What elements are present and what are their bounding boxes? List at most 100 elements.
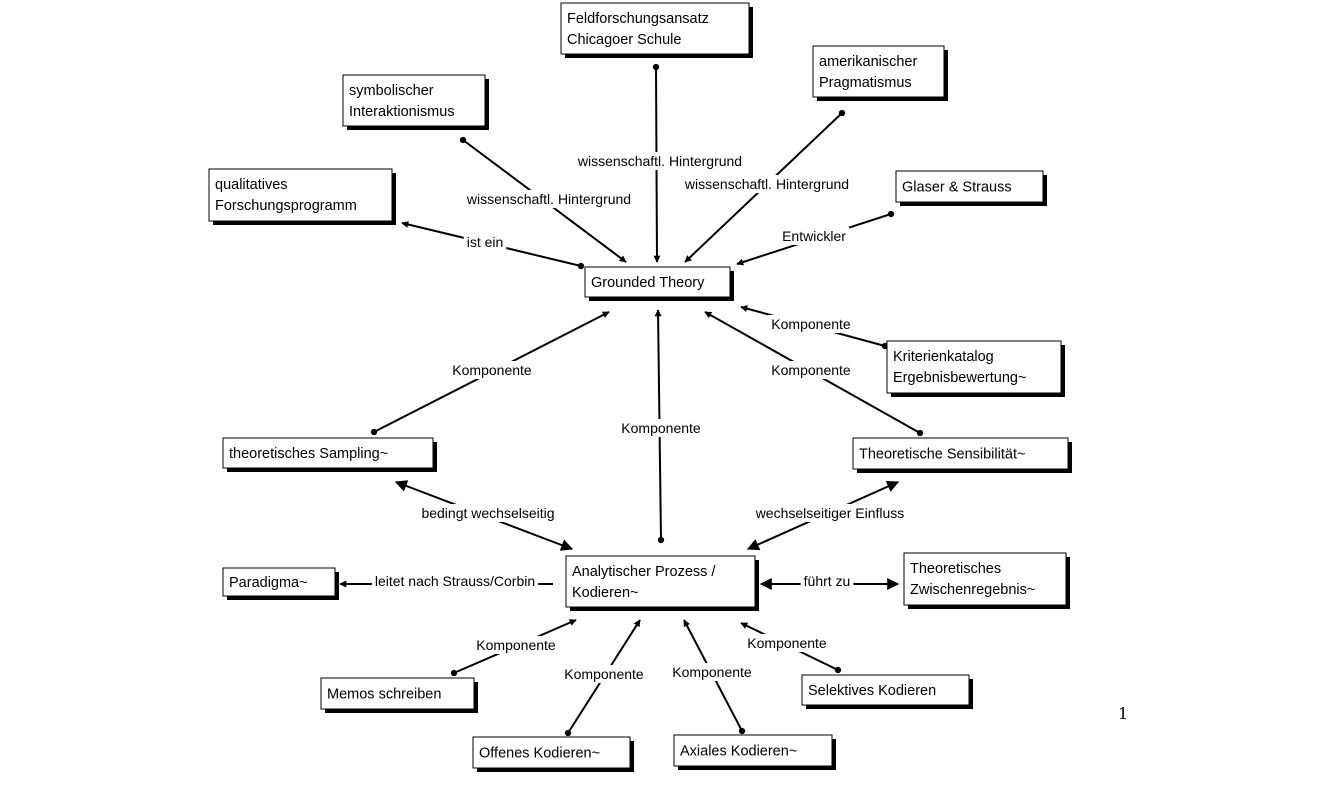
- edge-label: Entwickler: [782, 228, 846, 244]
- node-box: [208, 168, 393, 222]
- edge-label-group: Entwickler: [779, 227, 850, 245]
- node-label: Offenes Kodieren~: [479, 746, 600, 762]
- edge-label-background: [669, 663, 755, 681]
- node-label: Interaktionismus: [349, 104, 455, 120]
- edge-label: Komponente: [452, 362, 532, 378]
- node-glaser: Glaser & Strauss: [895, 170, 1047, 206]
- edge-label: Komponente: [621, 420, 701, 436]
- edge-label-background: [473, 636, 559, 654]
- node-sensibilitaet: Theoretische Sensibilität~: [852, 437, 1072, 473]
- edge-label: Komponente: [771, 316, 851, 332]
- node-box: [812, 45, 945, 98]
- node-label: Ergebnisbewertung~: [893, 370, 1026, 386]
- node-box: [903, 552, 1067, 606]
- node-sampling: theoretisches Sampling~: [222, 437, 437, 472]
- edge-label: bedingt wechselseitig: [421, 505, 554, 521]
- node-label: theoretisches Sampling~: [229, 446, 388, 462]
- node-label: Analytischer Prozess /: [572, 564, 716, 580]
- node-label: Memos schreiben: [327, 687, 441, 703]
- node-label: Kodieren~: [572, 585, 639, 601]
- edge-label-group: wissenschaftl. Hintergrund: [680, 175, 853, 193]
- node-label: Forschungsprogramm: [215, 198, 357, 214]
- node-box: [472, 736, 631, 769]
- node-selektiv: Selektives Kodieren: [801, 674, 973, 709]
- node-label: Kriterienkatalog: [893, 349, 994, 365]
- page-number: 1: [1118, 704, 1129, 723]
- node-box: [886, 340, 1062, 394]
- edge-label-group: Komponente: [618, 419, 704, 437]
- edge-label-group: Komponente: [561, 665, 647, 683]
- node-label: Pragmatismus: [819, 75, 912, 91]
- edge-label-background: [573, 152, 746, 170]
- node-box: [852, 437, 1069, 470]
- edge-label-background: [463, 233, 507, 251]
- edge-label: wissenschaftl. Hintergrund: [577, 153, 742, 169]
- edge-label-background: [462, 190, 635, 208]
- node-label: Feldforschungsansatz: [567, 11, 709, 27]
- edge-label-group: Komponente: [669, 663, 755, 681]
- edge-label: leitet nach Strauss/Corbin: [375, 573, 535, 589]
- edge-label-group: Komponente: [473, 636, 559, 654]
- edge-label: Komponente: [564, 666, 644, 682]
- node-box: [584, 266, 731, 298]
- node-label: symbolischer: [349, 83, 434, 99]
- edge-label-group: leitet nach Strauss/Corbin: [371, 572, 539, 590]
- edge-label: führt zu: [804, 573, 851, 589]
- node-box: [895, 170, 1044, 203]
- edge-label: Komponente: [747, 635, 827, 651]
- edge-label-background: [371, 572, 539, 590]
- edge-label-background: [768, 361, 854, 379]
- node-box: [673, 734, 833, 767]
- node-label: Axiales Kodieren~: [680, 744, 797, 760]
- edge-label: Komponente: [771, 362, 851, 378]
- edge-label: Komponente: [476, 637, 556, 653]
- node-label: Theoretisches: [910, 561, 1001, 577]
- node-offen: Offenes Kodieren~: [472, 736, 634, 772]
- node-box: [801, 674, 970, 706]
- node-box: [222, 567, 336, 597]
- edge-label-background: [561, 665, 647, 683]
- node-grounded: Grounded Theory: [584, 266, 734, 301]
- node-paradigma: Paradigma~: [222, 567, 339, 600]
- edge-label-background: [618, 419, 704, 437]
- edge-label-background: [800, 572, 854, 590]
- node-analytisch: Analytischer Prozess / Kodieren~: [565, 555, 759, 611]
- node-box: [342, 74, 486, 127]
- node-box: [222, 437, 434, 469]
- node-label: Chicagoer Schule: [567, 32, 681, 48]
- edge-label-group: bedingt wechselseitig: [418, 504, 558, 522]
- node-axial: Axiales Kodieren~: [673, 734, 836, 770]
- node-label: Glaser & Strauss: [902, 180, 1012, 196]
- edge-label-background: [779, 227, 850, 245]
- edge-label-background: [744, 634, 830, 652]
- edge-labels-layer: wissenschaftl. Hintergrund wissenschaftl.…: [371, 152, 908, 683]
- node-memos: Memos schreiben: [320, 677, 478, 713]
- edge-label: ist ein: [467, 234, 504, 250]
- node-label: qualitatives: [215, 177, 288, 193]
- node-box: [320, 677, 475, 710]
- edge-label: Komponente: [672, 664, 752, 680]
- node-label: Paradigma~: [229, 575, 308, 591]
- node-label: Selektives Kodieren: [808, 683, 936, 699]
- node-label: amerikanischer: [819, 54, 917, 70]
- edge-label-group: führt zu: [800, 572, 854, 590]
- node-label: Zwischenregebnis~: [910, 582, 1035, 598]
- edge-label: wissenschaftl. Hintergrund: [466, 191, 631, 207]
- edge-label-group: wissenschaftl. Hintergrund: [573, 152, 746, 170]
- edge-label-background: [449, 361, 535, 379]
- edge-label-group: Komponente: [744, 634, 830, 652]
- edge-label: wissenschaftl. Hintergrund: [684, 176, 849, 192]
- edge-label-group: Komponente: [768, 315, 854, 333]
- node-label: Grounded Theory: [591, 275, 705, 291]
- node-box: [560, 2, 750, 55]
- edge-label-group: wechselseitiger Einfluss: [751, 504, 908, 522]
- edge-label-group: wissenschaftl. Hintergrund: [462, 190, 635, 208]
